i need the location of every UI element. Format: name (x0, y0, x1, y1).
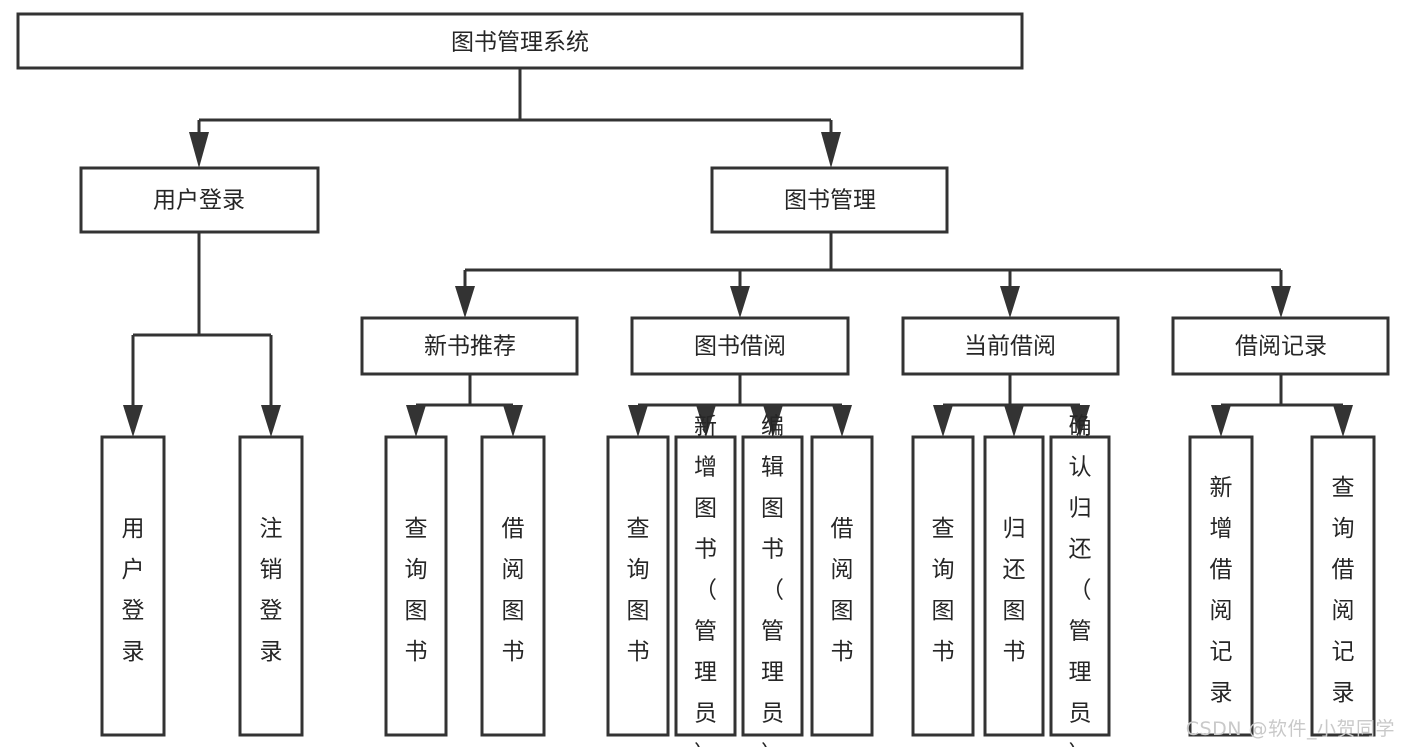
leaf-layer (100, 435, 1376, 737)
arrow-head-newbook-leaf-1 (406, 405, 426, 437)
leaf-box-query-book-2[interactable] (606, 435, 670, 737)
connector-layer (123, 68, 1353, 437)
leaf-box-borrow-book-2[interactable] (810, 435, 874, 737)
arrow-head-borrowrecord-leaf-2 (1333, 405, 1353, 437)
leaf-box-logout[interactable] (238, 435, 304, 737)
node-user-login-label: 用户登录 (153, 188, 245, 214)
leaf-label-borrow-book-1: 借阅图书 (502, 516, 525, 665)
leaf-label-query-record: 查询借阅记录 (1332, 475, 1355, 706)
leaf-label-borrow-book-2: 借阅图书 (831, 516, 854, 665)
arrow-head-current-borrow (1000, 286, 1020, 318)
node-root-label: 图书管理系统 (451, 30, 589, 56)
arrow-head-bookborrow-leaf-2 (696, 405, 716, 437)
leaf-label-query-book-3: 查询图书 (932, 516, 955, 665)
arrow-head-leaf-user-login (123, 405, 143, 437)
arrow-head-borrow-record (1271, 286, 1291, 318)
arrow-head-book-borrow (730, 286, 750, 318)
node-new-book-recommend[interactable]: 新书推荐 (360, 316, 579, 376)
node-borrow-record-label: 借阅记录 (1235, 334, 1327, 360)
node-book-management[interactable]: 图书管理 (710, 166, 949, 234)
leaf-label-query-book-2: 查询图书 (627, 516, 650, 665)
leaf-label-user-login: 用户登录 (122, 516, 145, 665)
leaf-label-return-book: 归还图书 (1003, 516, 1026, 665)
arrow-head-book-manage (821, 132, 841, 168)
leaf-label-add-record: 新增借阅记录 (1210, 475, 1233, 706)
node-borrow-record-box[interactable] (1171, 316, 1390, 376)
arrow-head-currentborrow-leaf-3 (1070, 405, 1090, 437)
node-root-box[interactable] (16, 12, 1024, 70)
arrow-head-currentborrow-leaf-2 (1004, 405, 1024, 437)
leaf-box-query-record[interactable] (1310, 435, 1376, 737)
leaf-label-logout: 注销登录 (260, 516, 283, 665)
leaf-text-layer: 用户登录 注销登录 查询图书 借阅图书 查询图书 新增图书（管理员） 编辑图书（管理员） 借阅… (122, 413, 1355, 747)
leaf-box-query-book-3[interactable] (911, 435, 975, 737)
node-user-login[interactable]: 用户登录 (79, 166, 320, 234)
arrow-head-bookborrow-leaf-4 (832, 405, 852, 437)
leaf-label-add-book-admin: 新增图书（管理员） (694, 413, 717, 747)
leaf-label-confirm-return: 确认归还（管理员） (1069, 413, 1092, 747)
leaf-box-borrow-book-1[interactable] (480, 435, 546, 737)
node-current-borrow-label: 当前借阅 (964, 334, 1056, 360)
arrow-head-bookborrow-leaf-3 (763, 405, 783, 437)
node-book-borrow-label: 图书借阅 (694, 334, 786, 360)
node-current-borrow-box[interactable] (901, 316, 1120, 376)
leaf-label-query-book-1: 查询图书 (405, 516, 428, 665)
node-book-borrow-box[interactable] (630, 316, 850, 376)
arrow-head-currentborrow-leaf-1 (933, 405, 953, 437)
node-new-book-recommend-label: 新书推荐 (424, 334, 516, 360)
node-new-book-recommend-box[interactable] (360, 316, 579, 376)
node-user-login-box[interactable] (79, 166, 320, 234)
leaf-box-user-login[interactable] (100, 435, 166, 737)
leaf-label-edit-book-admin: 编辑图书（管理员） (761, 413, 784, 747)
node-book-management-box[interactable] (710, 166, 949, 234)
node-root[interactable]: 图书管理系统 (16, 12, 1024, 70)
csdn-watermark: CSDN @软件_小贺同学 (1185, 718, 1395, 740)
leaf-box-edit-book-admin[interactable] (741, 435, 804, 737)
arrow-head-borrowrecord-leaf-1 (1211, 405, 1231, 437)
node-current-borrow[interactable]: 当前借阅 (901, 316, 1120, 376)
leaf-box-add-book-admin[interactable] (674, 435, 737, 737)
arrow-head-leaf-logout (261, 405, 281, 437)
node-book-management-label: 图书管理 (784, 188, 876, 214)
arrow-head-newbook-leaf-2 (503, 405, 523, 437)
arrow-head-bookborrow-leaf-1 (628, 405, 648, 437)
leaf-box-query-book-1[interactable] (384, 435, 448, 737)
node-borrow-record[interactable]: 借阅记录 (1171, 316, 1390, 376)
leaf-box-confirm-return[interactable] (1049, 435, 1111, 737)
arrow-head-user-login (189, 132, 209, 168)
arrow-head-new-book-rec (455, 286, 475, 318)
leaf-box-add-record[interactable] (1188, 435, 1254, 737)
node-book-borrow[interactable]: 图书借阅 (630, 316, 850, 376)
leaf-box-return-book[interactable] (983, 435, 1045, 737)
